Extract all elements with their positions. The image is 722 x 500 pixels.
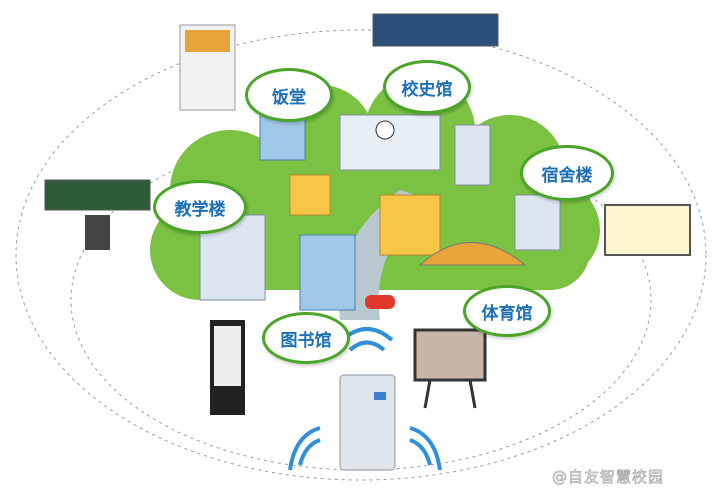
label-teaching-building: 教学楼 <box>153 180 247 234</box>
server <box>339 374 396 471</box>
label-dormitory: 宿舍楼 <box>520 145 614 201</box>
buildings <box>199 109 561 311</box>
video-wall <box>372 13 499 47</box>
digital-signage <box>604 204 691 256</box>
label-gymnasium: 体育馆 <box>463 285 551 337</box>
touch-screen <box>413 328 487 382</box>
network-ring <box>15 29 707 481</box>
devices <box>44 13 691 471</box>
label-library: 图书馆 <box>262 312 350 364</box>
watermark: @自友智慧校园 <box>552 468 665 487</box>
classroom-board <box>44 179 151 211</box>
label-history-hall: 校史馆 <box>383 60 471 114</box>
label-canteen: 饭堂 <box>245 68 333 122</box>
